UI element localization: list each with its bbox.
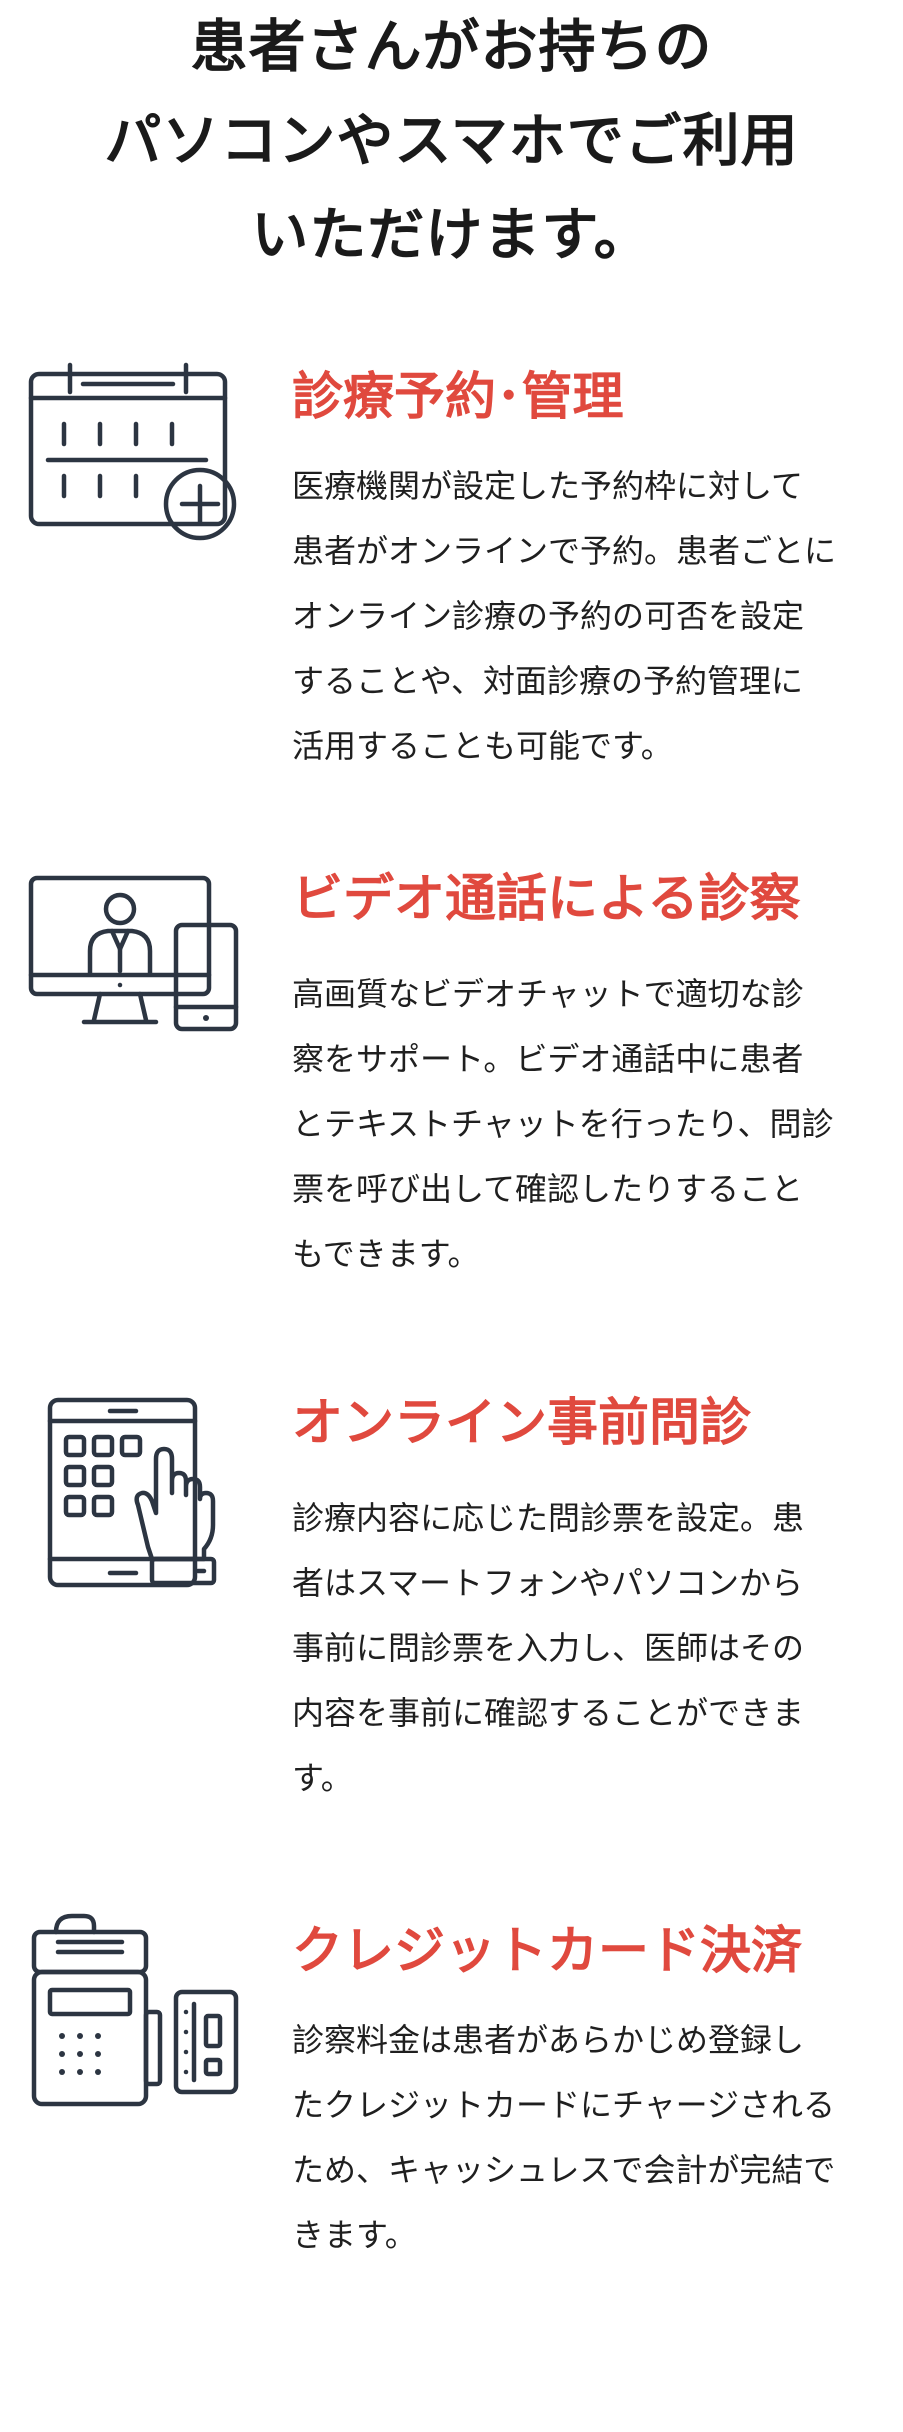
description-line: 患者がオンラインで予約。患者ごとに: [292, 532, 837, 570]
description-line: もできます。: [292, 1235, 480, 1273]
description-line: きます。: [292, 2216, 417, 2254]
feature-title: 診療予約･管理: [292, 368, 624, 427]
description-line: 高画質なビデオチャットで適切な診: [292, 975, 804, 1013]
feature-description: 診察料金は患者があらかじめ登録し たクレジットカードにチャージされる ため、キャ…: [292, 2008, 872, 2268]
description-line: 診療内容に応じた問診票を設定。患: [292, 1499, 805, 1537]
video-consult-devices-icon: [28, 875, 243, 1035]
description-line: オンライン診療の予約の可否を設定: [292, 597, 805, 635]
description-line: ため、キャッシュレスで会計が完結で: [292, 2151, 836, 2189]
card-terminal-icon: [28, 1912, 243, 2112]
headline-line: 患者さんがお持ちの: [190, 14, 713, 80]
tablet-touch-icon: [28, 1397, 233, 1592]
feature-title: ビデオ通話による診察: [292, 870, 801, 929]
description-line: 者はスマートフォンやパソコンから: [292, 1564, 804, 1602]
description-line: 事前に問診票を入力し、医師はその: [292, 1629, 805, 1667]
feature-description: 医療機関が設定した予約枠に対して 患者がオンラインで予約。患者ごとに オンライン…: [292, 454, 872, 779]
feature-title: オンライン事前問診: [292, 1394, 752, 1453]
headline: 患者さんがお持ちの パソコンやスマホでご利用 いただけます。: [0, 0, 903, 282]
feature-description: 診療内容に応じた問診票を設定。患 者はスマートフォンやパソコンから 事前に問診票…: [292, 1486, 872, 1811]
description-line: することや、対面診療の予約管理に: [292, 662, 804, 700]
description-line: 医療機関が設定した予約枠に対して: [292, 467, 804, 505]
description-line: す。: [292, 1759, 353, 1797]
description-line: とテキストチャットを行ったり、問診: [292, 1105, 834, 1143]
calendar-plus-icon: [28, 362, 243, 542]
description-line: 活用することも可能です。: [292, 727, 673, 765]
headline-line: パソコンやスマホでご利用: [104, 108, 799, 174]
feature-title: クレジットカード決済: [292, 1922, 803, 1981]
feature-description: 高画質なビデオチャットで適切な診 察をサポート。ビデオ通話中に患者 とテキストチ…: [292, 962, 872, 1287]
headline-line: いただけます。: [251, 202, 652, 268]
description-line: 内容を事前に確認することができま: [292, 1694, 805, 1732]
description-line: たクレジットカードにチャージされる: [292, 2086, 836, 2124]
description-line: 診察料金は患者があらかじめ登録し: [292, 2021, 805, 2059]
description-line: 票を呼び出して確認したりすること: [292, 1170, 804, 1208]
description-line: 察をサポート。ビデオ通話中に患者: [292, 1040, 804, 1078]
